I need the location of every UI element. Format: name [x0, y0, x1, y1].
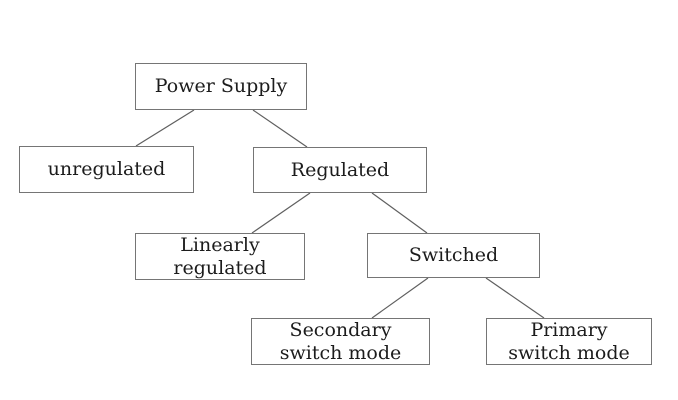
edge-switched-secondary	[371, 277, 429, 319]
node-power-supply: Power Supply	[135, 63, 307, 110]
node-linearly-regulated-label: Linearly regulated	[173, 233, 267, 279]
edge-regulated-linearly	[251, 192, 311, 234]
edge-power-supply-regulated	[252, 109, 308, 148]
node-regulated: Regulated	[253, 147, 427, 193]
node-unregulated-label: unregulated	[47, 158, 166, 181]
node-secondary-switch-mode-label: Secondary switch mode	[279, 318, 402, 364]
edge-power-supply-unregulated	[135, 109, 195, 147]
edge-switched-primary	[485, 277, 545, 319]
edge-regulated-switched	[371, 192, 428, 234]
node-switched-label: Switched	[408, 244, 499, 267]
node-switched: Switched	[367, 233, 540, 278]
node-unregulated: unregulated	[19, 146, 194, 193]
node-secondary-switch-mode: Secondary switch mode	[251, 318, 430, 365]
node-regulated-label: Regulated	[290, 158, 390, 181]
node-power-supply-label: Power Supply	[154, 75, 288, 98]
node-primary-switch-mode: Primary switch mode	[486, 318, 652, 365]
node-primary-switch-mode-label: Primary switch mode	[508, 318, 630, 364]
node-linearly-regulated: Linearly regulated	[135, 233, 305, 280]
